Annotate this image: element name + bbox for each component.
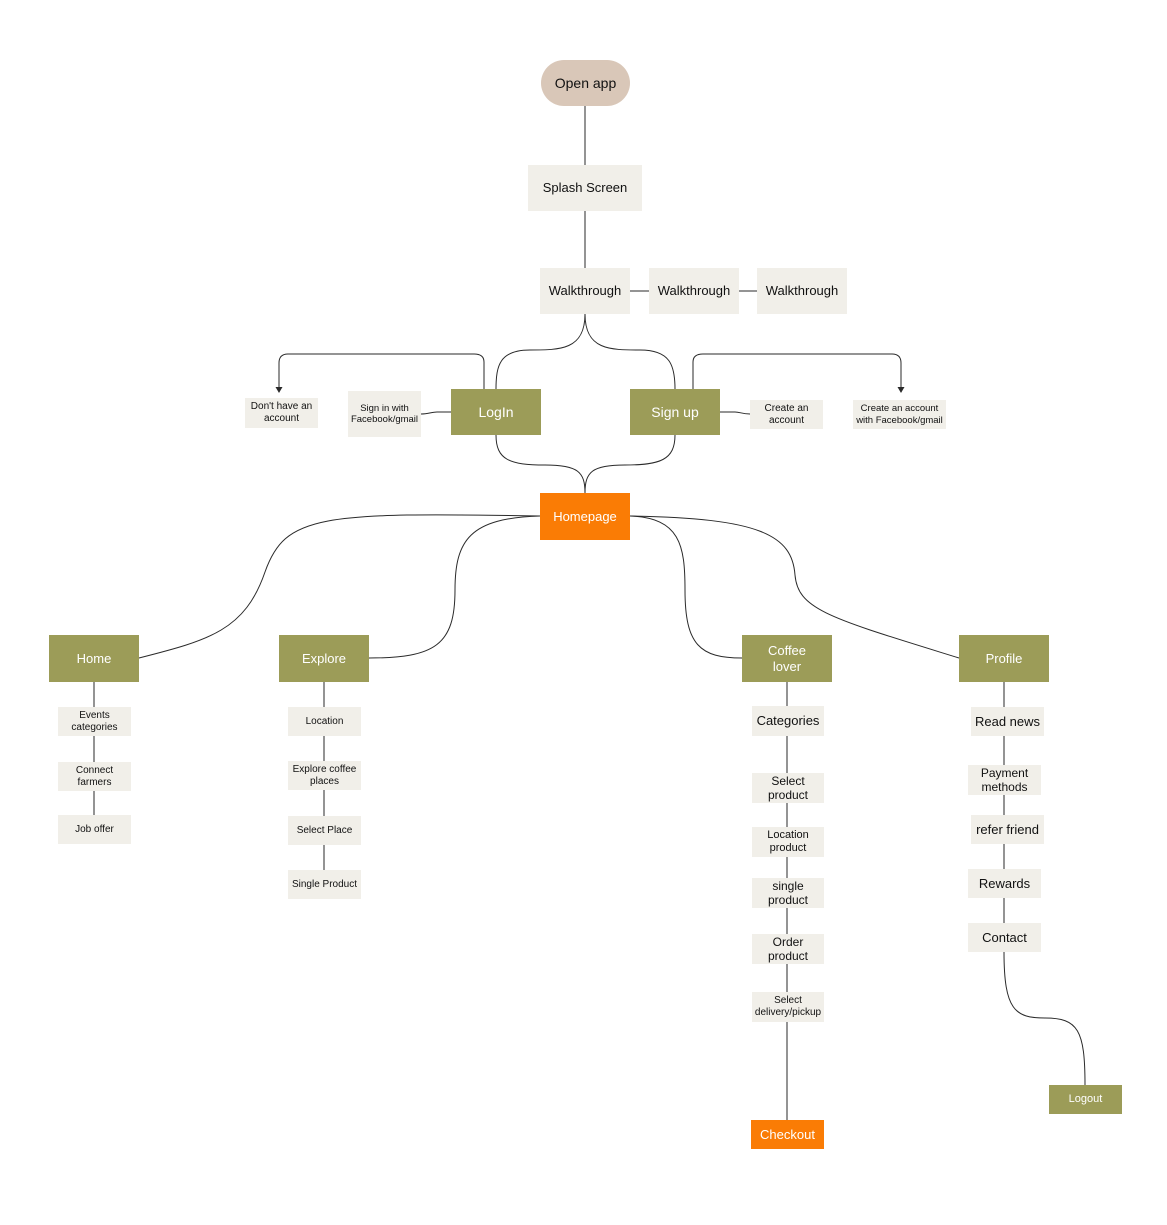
location-product-node: Location product [752,827,824,857]
home-node: Home [49,635,139,682]
events-categories-node: Events categories [58,707,131,736]
edge-login-homepage [495,434,586,494]
walkthrough-node-3: Walkthrough [757,268,847,314]
create-account-facebook-node: Create an account with Facebook/gmail [853,400,946,429]
payment-methods-node: Payment methods [968,765,1041,795]
profile-node: Profile [959,635,1049,682]
coffee-lover-node: Coffee lover [742,635,832,682]
order-product-node: Order product [752,934,824,964]
edge-walkthrough-login [495,313,586,390]
create-account-node: Create an account [750,400,823,429]
rewards-node: Rewards [968,869,1041,898]
connect-farmers-node: Connect farmers [58,762,131,791]
arrowhead-create-account-facebook [897,387,905,393]
edge-login-dont-have-account [278,353,485,389]
read-news-node: Read news [971,707,1044,736]
walkthrough-node-1: Walkthrough [540,268,630,314]
edge-signup-create-account-facebook [692,353,902,389]
contact-node: Contact [968,923,1041,952]
single-product-node: Single Product [288,870,361,899]
select-product-node: Select product [752,773,824,803]
location-node: Location [288,707,361,736]
walkthrough-node-2: Walkthrough [649,268,739,314]
sign-in-with-node: Sign in with Facebook/gmail [348,391,421,437]
edge-signup-create-account [720,411,751,415]
sign-up-node: Sign up [630,389,720,435]
arrowhead-dont-have-account [275,387,283,393]
dont-have-account-node: Don't have an account [245,398,318,428]
edge-walkthrough-signup [584,313,676,390]
edge-homepage-home [138,514,541,659]
single-product-lower-node: single product [752,878,824,908]
homepage-node: Homepage [540,493,630,540]
login-node: LogIn [451,389,541,435]
job-offer-node: Job offer [58,815,131,844]
edge-contact-logout [1003,951,1086,1086]
splash-screen-node: Splash Screen [528,165,642,211]
edge-homepage-coffee-lover [629,515,743,659]
open-app-node: Open app [541,60,630,106]
checkout-node: Checkout [751,1120,824,1149]
edge-homepage-explore [368,515,541,659]
categories-node: Categories [752,706,824,736]
explore-node: Explore [279,635,369,682]
edge-signup-homepage [584,434,676,494]
logout-node: Logout [1049,1085,1122,1114]
edge-login-sign-in-with [420,411,451,415]
refer-friend-node: refer friend [971,815,1044,844]
select-delivery-pickup-node: Select delivery/pickup [752,992,824,1022]
explore-coffee-places-node: Explore coffee places [288,761,361,790]
select-place-node: Select Place [288,816,361,845]
edge-homepage-profile [629,515,960,659]
